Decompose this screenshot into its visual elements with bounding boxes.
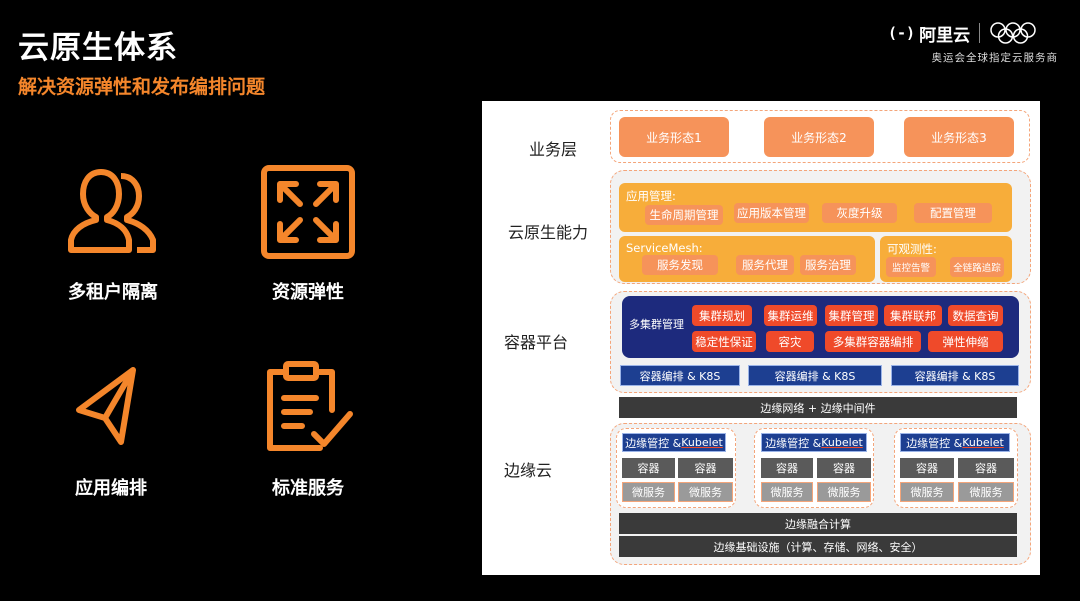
- group-title: 多集群管理: [629, 318, 684, 331]
- edge-infra-bar: 边缘基础设施（计算、存储、网络、安全）: [619, 536, 1017, 557]
- capability-box: 应用版本管理: [734, 203, 809, 223]
- microservice-box: 微服务: [678, 482, 733, 502]
- feature-multi-tenant: 多租户隔离: [38, 162, 188, 304]
- edge-control-label: 边缘管控 &: [906, 436, 963, 450]
- users-icon: [68, 169, 156, 253]
- microservice-box: 微服务: [958, 482, 1014, 502]
- business-form-box: 业务形态1: [619, 117, 729, 157]
- group-title: 应用管理:: [626, 189, 676, 203]
- edge-compute-bar: 边缘融合计算: [619, 513, 1017, 534]
- architecture-diagram: 业务层 云原生能力 容器平台 边缘云 业务形态1 业务形态2 业务形态3 应用管…: [482, 101, 1040, 575]
- layer-label-cloud-native: 云原生能力: [508, 223, 589, 242]
- expand-arrows-icon: [261, 165, 355, 259]
- group-title: 可观测性:: [887, 242, 937, 256]
- layer-label-edge-cloud: 边缘云: [504, 461, 553, 480]
- business-form-box: 业务形态2: [764, 117, 874, 157]
- brand-divider: [979, 23, 981, 43]
- cluster-feature-box: 集群管理: [825, 305, 878, 326]
- capability-box: 服务代理: [736, 255, 794, 275]
- capability-box: 监控告警: [886, 257, 936, 277]
- brand-name: 阿里云: [919, 25, 971, 46]
- edge-network-bar: 边缘网络 + 边缘中间件: [619, 397, 1017, 418]
- business-form-box: 业务形态3: [904, 117, 1014, 157]
- capability-box: 生命周期管理: [645, 205, 723, 225]
- cluster-feature-box: 集群联邦: [884, 305, 942, 326]
- kubelet-label: Kubelet: [962, 436, 1004, 449]
- feature-label: 资源弹性: [272, 282, 344, 303]
- clipboard-check-icon: [267, 361, 353, 451]
- kubelet-label: Kubelet: [681, 436, 723, 449]
- cluster-feature-box: 集群规划: [692, 305, 752, 326]
- cluster-feature-box: 多集群容器编排: [825, 331, 921, 352]
- aliyun-logo: (-): [888, 24, 916, 42]
- k8s-box: 容器编排 & K8S: [748, 365, 882, 386]
- feature-label: 多租户隔离: [68, 282, 158, 303]
- k8s-box: 容器编排 & K8S: [891, 365, 1019, 386]
- page-subtitle: 解决资源弹性和发布编排问题: [18, 76, 266, 98]
- container-box: 容器: [622, 458, 675, 478]
- feature-standard-service: 标准服务: [233, 358, 383, 500]
- feature-label: 标准服务: [272, 478, 344, 499]
- cluster-feature-box: 集群运维: [764, 305, 817, 326]
- capability-box: 服务发现: [642, 255, 718, 275]
- edge-control-box: 边缘管控 & Kubelet: [900, 433, 1010, 452]
- brand-tagline: 奥运会全球指定云服务商: [931, 52, 1058, 64]
- layer-label-container: 容器平台: [504, 333, 569, 352]
- paper-plane-icon: [76, 367, 136, 445]
- capability-box: 配置管理: [914, 203, 992, 223]
- group-title: ServiceMesh:: [626, 241, 703, 255]
- container-box: 容器: [678, 458, 733, 478]
- edge-control-label: 边缘管控 &: [625, 436, 682, 450]
- microservice-box: 微服务: [900, 482, 954, 502]
- cluster-feature-box: 弹性伸缩: [928, 331, 1003, 352]
- business-layer-box: [610, 110, 1030, 163]
- microservice-box: 微服务: [817, 482, 871, 502]
- capability-box: 全链路追踪: [950, 257, 1004, 277]
- microservice-box: 微服务: [622, 482, 675, 502]
- page-title: 云原生体系: [18, 30, 178, 66]
- container-box: 容器: [958, 458, 1014, 478]
- capability-box: 灰度升级: [822, 203, 897, 223]
- olympic-rings-icon: [990, 22, 1036, 44]
- brand-block: (-) 阿里云 奥运会全球指定云服务商: [878, 20, 1058, 66]
- kubelet-label: Kubelet: [821, 436, 863, 449]
- edge-control-box: 边缘管控 & Kubelet: [761, 433, 867, 452]
- container-box: 容器: [817, 458, 871, 478]
- container-box: 容器: [900, 458, 954, 478]
- k8s-box: 容器编排 & K8S: [620, 365, 740, 386]
- cluster-feature-box: 容灾: [766, 331, 814, 352]
- edge-control-label: 边缘管控 &: [765, 436, 822, 450]
- microservice-box: 微服务: [761, 482, 813, 502]
- capability-box: 服务治理: [800, 255, 856, 275]
- feature-app-orchestration: 应用编排: [36, 358, 186, 500]
- edge-control-box: 边缘管控 & Kubelet: [622, 433, 726, 452]
- container-box: 容器: [761, 458, 813, 478]
- feature-resource-elasticity: 资源弹性: [233, 162, 383, 304]
- cluster-feature-box: 数据查询: [948, 305, 1003, 326]
- cluster-feature-box: 稳定性保证: [692, 331, 756, 352]
- feature-label: 应用编排: [75, 478, 147, 499]
- layer-label-business: 业务层: [529, 140, 578, 159]
